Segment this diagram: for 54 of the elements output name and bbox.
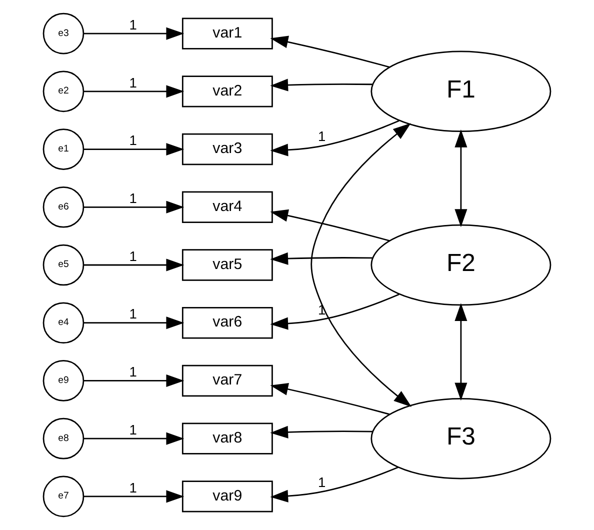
arrow: [270, 78, 372, 92]
node-ellipse: F3: [370, 398, 552, 480]
node-box: var2: [182, 76, 273, 108]
arrow: [84, 143, 184, 156]
node-circle: e8: [42, 418, 84, 460]
arrow: [84, 490, 184, 503]
edge-label: 1: [318, 302, 326, 318]
arrow: [84, 374, 184, 387]
edge-label: 1: [129, 191, 137, 206]
node-circle: e9: [42, 360, 84, 402]
arrow: [454, 130, 468, 228]
node-ellipse: F1: [370, 50, 552, 132]
node-circle: e5: [42, 244, 84, 286]
edge-label: 1: [129, 133, 137, 148]
node-box: var4: [182, 191, 273, 223]
edge-label: 1: [129, 75, 137, 90]
arrow: [310, 123, 412, 407]
node-box: var9: [182, 480, 273, 512]
arrow: [270, 36, 390, 68]
node-box: var5: [182, 249, 273, 281]
node-box: var7: [182, 364, 273, 397]
arrow: [84, 258, 184, 272]
arrow: [270, 466, 399, 502]
arrow: [84, 85, 184, 98]
node-circle: e6: [42, 186, 84, 228]
arrow: [84, 316, 184, 330]
node-ellipse: F2: [370, 224, 552, 306]
edge-label: 1: [129, 422, 137, 438]
arrow: [84, 200, 184, 214]
edge-label: 1: [318, 474, 326, 490]
node-circle: e7: [42, 476, 84, 518]
node-box: var6: [182, 307, 273, 339]
arrow: [270, 209, 390, 242]
node-circle: e4: [42, 302, 84, 344]
edge-label: 1: [318, 129, 326, 144]
edge-label: 1: [129, 248, 137, 264]
node-box: var8: [182, 422, 273, 454]
arrow: [270, 426, 372, 438]
edge-label: 1: [129, 306, 137, 322]
edge-label: 1: [129, 17, 137, 32]
edge-label: 1: [129, 480, 137, 496]
node-box: var3: [182, 133, 273, 166]
arrow: [84, 432, 184, 445]
node-circle: e2: [42, 70, 84, 112]
edge-label: 1: [129, 364, 137, 380]
arrow: [84, 27, 184, 40]
arrow: [454, 303, 468, 401]
node-circle: e1: [42, 128, 84, 170]
arrow: [270, 382, 390, 415]
arrow: [270, 252, 372, 265]
node-circle: e3: [42, 12, 84, 54]
arrow: [270, 120, 400, 156]
node-box: var1: [182, 18, 273, 50]
arrow: [270, 294, 400, 330]
